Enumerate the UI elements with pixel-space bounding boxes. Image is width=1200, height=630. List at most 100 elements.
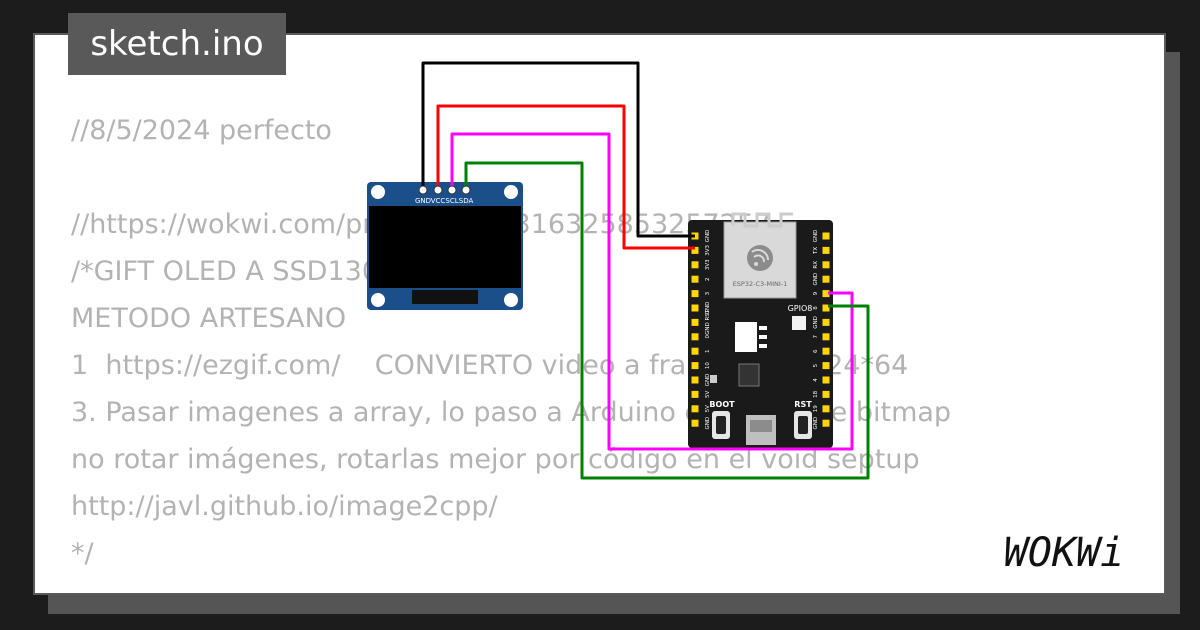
file-tab[interactable]: sketch.ino: [68, 13, 286, 75]
pin-label: 0: [705, 335, 711, 339]
gpio-label: GPIO8: [788, 304, 813, 313]
header-pin[interactable]: [691, 275, 699, 283]
mount-hole: [371, 293, 385, 307]
pin-label: 5V: [705, 405, 711, 412]
small-led: [710, 375, 717, 383]
pin-label: TX: [813, 247, 819, 255]
pin-label: 5: [813, 363, 819, 367]
pin-label: GND RST: [705, 309, 711, 335]
project-card: //8/5/2024 perfecto//https://wokwi.com/p…: [33, 33, 1166, 595]
rst-label: RST: [794, 400, 812, 409]
wokwi-logo: WOKWi: [1004, 530, 1124, 576]
brand-text: WOKWi: [1004, 530, 1124, 576]
module-label: ESP32-C3-MINI-1: [733, 280, 788, 288]
esp32-c3-board[interactable]: ESP32-C3-MINI-1 GPIO8 BOOT RST GND 3V3 3V3…: [688, 212, 833, 448]
mount-hole: [504, 293, 518, 307]
header-pin[interactable]: [822, 362, 830, 370]
header-pin[interactable]: [822, 246, 830, 254]
header-pin[interactable]: [691, 261, 699, 269]
pin-label: GND: [813, 273, 819, 286]
pin-label: 3: [705, 291, 711, 295]
regulator-chip: [735, 322, 757, 352]
pin-label: GND: [705, 374, 711, 387]
oled-pin-label: VCC: [431, 197, 446, 205]
pin-label: GND: [705, 302, 711, 315]
code-line: */: [71, 538, 94, 569]
header-pin[interactable]: [691, 246, 699, 254]
header-pin[interactable]: [691, 390, 699, 398]
pin-label: GND: [813, 316, 819, 329]
header-pin[interactable]: [691, 362, 699, 370]
pin-label: 3V3: [705, 259, 711, 270]
pin-label: 10: [705, 362, 711, 369]
oled-pin-header: [418, 185, 471, 195]
oled-pin-label: SCL: [445, 197, 458, 205]
code-line: no rotar imágenes, rotarlas mejor por có…: [71, 444, 920, 475]
antenna-trace: [731, 212, 793, 228]
pin-label: GND: [705, 230, 711, 243]
pin-label: 7: [813, 335, 819, 339]
pin-label: 3V3: [705, 245, 711, 256]
oled-pin-gnd[interactable]: [418, 185, 428, 195]
pin-label: 2: [705, 277, 711, 281]
header-pin[interactable]: [822, 405, 830, 413]
code-line: //8/5/2024 perfecto: [71, 115, 332, 146]
header-pin[interactable]: [822, 347, 830, 355]
pin-label: GND: [705, 417, 711, 430]
oled-pin-label: GND: [415, 197, 431, 205]
header-pin[interactable]: [822, 261, 830, 269]
code-line: http://javl.github.io/image2cpp/: [71, 491, 498, 522]
header-pin[interactable]: [822, 333, 830, 341]
mount-hole: [371, 185, 385, 199]
oled-pin-vcc[interactable]: [433, 185, 443, 195]
pin-label: RX: [813, 261, 819, 269]
oled-ribbon: [412, 290, 478, 304]
pin-label: 6: [813, 349, 819, 353]
wire-gnd[interactable]: [421, 61, 695, 238]
header-pin[interactable]: [691, 304, 699, 312]
wire-vcc[interactable]: [436, 104, 695, 250]
header-pin[interactable]: [691, 333, 699, 341]
header-pin[interactable]: [691, 419, 699, 427]
code-line: METODO ARTESANO: [71, 303, 347, 334]
header-pin[interactable]: [822, 318, 830, 326]
mount-hole: [504, 185, 518, 199]
header-pin[interactable]: [691, 290, 699, 298]
pin-label: 18: [813, 390, 819, 397]
oled-screen: [369, 206, 521, 288]
pin-label: 4: [813, 378, 819, 382]
header-pin[interactable]: [822, 390, 830, 398]
header-pin[interactable]: [691, 376, 699, 384]
boot-label: BOOT: [709, 400, 735, 409]
usb-chip: [738, 363, 760, 387]
wire-scl[interactable]: [450, 132, 854, 451]
pin-label: GND: [813, 417, 819, 430]
header-pin[interactable]: [822, 290, 830, 298]
oled-pin-label: SDA: [459, 197, 474, 205]
header-pin[interactable]: [691, 347, 699, 355]
rgb-led: [792, 316, 806, 330]
pin-label: 9: [813, 291, 819, 295]
code-preview: //8/5/2024 perfecto//https://wokwi.com/p…: [71, 107, 951, 577]
wires: [421, 61, 870, 480]
oled-display[interactable]: GND VCC SCL SDA: [367, 182, 523, 310]
header-pin[interactable]: [822, 376, 830, 384]
oled-pin-scl[interactable]: [447, 185, 457, 195]
pin-label: 1: [705, 349, 711, 353]
pin-label: 19: [813, 405, 819, 412]
oled-pin-sda[interactable]: [461, 185, 471, 195]
header-pin[interactable]: [691, 318, 699, 326]
pin-label: GND: [813, 230, 819, 243]
header-pin[interactable]: [691, 405, 699, 413]
header-pin[interactable]: [822, 304, 830, 312]
header-pin[interactable]: [822, 419, 830, 427]
wire-sda[interactable]: [464, 161, 870, 480]
header-pin[interactable]: [822, 232, 830, 240]
pin-label: 8: [813, 306, 819, 310]
pin-label: 5V: [705, 391, 711, 398]
header-pin[interactable]: [822, 275, 830, 283]
espressif-logo-icon: [747, 245, 773, 271]
